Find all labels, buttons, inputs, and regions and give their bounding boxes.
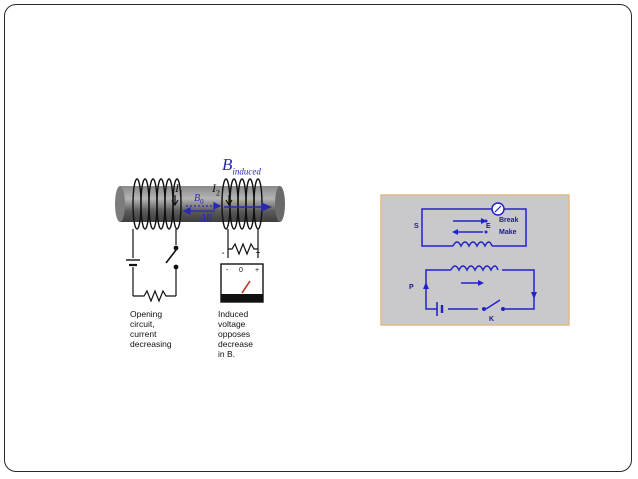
label-s: S — [414, 223, 419, 230]
i1-label: I1 — [175, 181, 183, 198]
label-break: Break — [499, 217, 519, 224]
caption-opening-circuit: Opening circuit, current decreasing — [130, 309, 172, 349]
label-p: P — [409, 284, 414, 291]
primary-circuit — [126, 229, 179, 303]
b-induced-arrow — [224, 202, 272, 212]
caption-induced-voltage: Induced voltage opposes decrease in B. — [218, 309, 253, 359]
i2-label: I2 — [212, 181, 220, 198]
plus-terminal-label: + — [256, 250, 261, 257]
delta-b-label: ΔB — [200, 213, 212, 224]
primary-coil — [132, 178, 182, 230]
minus-terminal-label: - — [222, 250, 225, 257]
secondary-circuit — [220, 229, 264, 303]
make-break-circuit-diagram — [380, 194, 570, 326]
delta-b-arrow — [182, 206, 215, 216]
b0-label: B0 — [194, 193, 204, 206]
label-k: K — [489, 316, 495, 323]
meter-zero-label: 0 — [239, 267, 243, 274]
label-make: Make — [499, 229, 517, 236]
current-i1-arrow — [171, 195, 179, 207]
meter-minus-label: - — [226, 267, 229, 274]
label-e: E — [486, 223, 491, 230]
induction-coils-diagram — [115, 178, 285, 303]
b0-field-arrow — [186, 201, 222, 211]
current-i2-arrow — [225, 195, 233, 207]
meter-plus-label: + — [255, 267, 260, 274]
b-induced-label: Binduced — [222, 155, 261, 177]
